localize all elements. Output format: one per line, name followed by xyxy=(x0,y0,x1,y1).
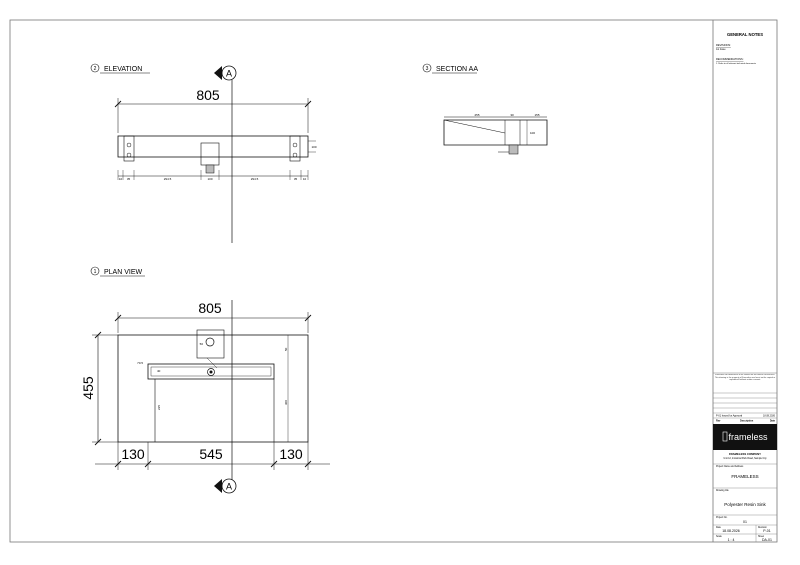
elevation-overall-dim: 805 xyxy=(196,87,220,103)
drawing-title-label: Drawing title xyxy=(716,489,729,492)
plan-tap-area xyxy=(196,329,225,359)
logo-text: frameless xyxy=(728,432,768,442)
section-dim-2: 30 xyxy=(510,113,514,117)
elevation-chain-dim: 35 xyxy=(127,177,131,181)
drawing-title: Polyester Resin Sink xyxy=(724,502,766,507)
issued-label: P-01 Issued for Approval xyxy=(716,415,743,418)
section-marker-bottom-label: A xyxy=(226,482,232,492)
plan-bottom-dim-1: 130 xyxy=(121,446,145,462)
plan-right-depth: 300 xyxy=(284,400,288,405)
notes-line-1: 1st Issue xyxy=(716,48,726,51)
elevation-title: ELEVATION xyxy=(104,66,142,73)
project-no-label: Project No. xyxy=(716,516,728,519)
elevation-right-dim: 100 xyxy=(311,145,316,149)
plan-bottom-dim-2: 545 xyxy=(199,446,223,462)
plan-basin-w: 40 xyxy=(157,369,161,373)
project-name: FRAMELESS xyxy=(731,474,758,479)
date-value: 18.08.2026 xyxy=(722,529,740,533)
elevation-chain-dim: 294.5 xyxy=(251,177,259,181)
disclaimer-text: Frameless. All dimensions to be verified… xyxy=(714,374,776,382)
elevation-chain-dim: 294.5 xyxy=(164,177,172,181)
plan-view: 1 PLAN VIEW 805 455 70.5 40 50 22 xyxy=(80,266,330,494)
section-marker-top xyxy=(221,65,237,81)
section-dim-3: 155 xyxy=(534,113,539,117)
section-marker-top-label: A xyxy=(226,69,232,79)
plan-bottom-dim-3: 130 xyxy=(279,446,303,462)
section-dim-1: 255 xyxy=(474,113,479,117)
logo-block xyxy=(713,424,777,450)
section-view: 3 SECTION AA 255 30 155 100 xyxy=(422,63,548,155)
section-arrow-bottom xyxy=(214,479,222,493)
elevation-drain xyxy=(200,142,220,166)
project-no: 01 xyxy=(743,520,747,524)
section-number-text: 3 xyxy=(426,66,429,72)
tap-hole-icon xyxy=(205,337,215,347)
notes-heading-2: RECOMMENDATIONS: xyxy=(716,57,744,61)
rev-column: Rev xyxy=(716,420,721,423)
section-title: SECTION AA xyxy=(436,66,478,73)
elevation-chain-dim: 10 xyxy=(303,177,307,181)
plan-sink-outline xyxy=(117,334,309,443)
elevation-view-number xyxy=(90,63,100,73)
plan-tap-offset: 50 xyxy=(200,342,204,346)
plan-title: PLAN VIEW xyxy=(104,269,143,276)
scale-value: 1 : 4 xyxy=(728,538,735,542)
general-notes-header: GENERAL NOTES xyxy=(727,32,763,37)
revision-label: Revision xyxy=(758,527,768,529)
plan-left-label: 70.5 xyxy=(137,361,143,365)
section-arrow-top xyxy=(214,66,222,80)
scale-label: Scale xyxy=(716,536,722,538)
company-address: Unit 12, Industrial Park Road, Sample Ci… xyxy=(723,457,767,460)
elevation-sink-body xyxy=(117,135,309,158)
plan-basin-depth: 225 xyxy=(157,405,161,410)
section-side-dim: 100 xyxy=(530,131,535,135)
title-block: GENERAL NOTES REVISIONS: 1st Issue RECOM… xyxy=(713,32,777,542)
date-label: Date xyxy=(716,526,722,529)
company-name: FRAMELESS COMPANY xyxy=(729,452,761,456)
elevation-chain-dim: 35 xyxy=(294,177,298,181)
drain-icon xyxy=(207,368,215,376)
elevation-number-text: 2 xyxy=(94,66,97,72)
section-profile xyxy=(443,119,548,146)
plan-depth-dim: 455 xyxy=(80,376,96,400)
plan-overall-dim: 805 xyxy=(198,300,222,316)
elevation-chain-dim: 100 xyxy=(207,177,212,181)
date-column: Date xyxy=(770,420,776,423)
notes-line-2: 1. Refer to all relevant technical docum… xyxy=(716,62,756,65)
sheet-value: DA-01 xyxy=(762,538,772,542)
sheet-border xyxy=(9,19,778,543)
plan-basin xyxy=(147,363,275,380)
plan-number-text: 1 xyxy=(94,269,97,275)
revision-value: P-01 xyxy=(763,529,770,533)
project-label: Project Name and Address xyxy=(716,465,744,468)
plan-right-small: 50 xyxy=(284,347,288,351)
sheet-label: Sheet xyxy=(758,535,764,538)
notes-heading-1: REVISIONS: xyxy=(716,43,731,47)
section-marker-bottom xyxy=(221,478,237,494)
desc-column: Description xyxy=(740,420,754,423)
issued-date: 18.08.2026 xyxy=(763,415,776,418)
elevation-chain-dim: 10 xyxy=(119,177,123,181)
